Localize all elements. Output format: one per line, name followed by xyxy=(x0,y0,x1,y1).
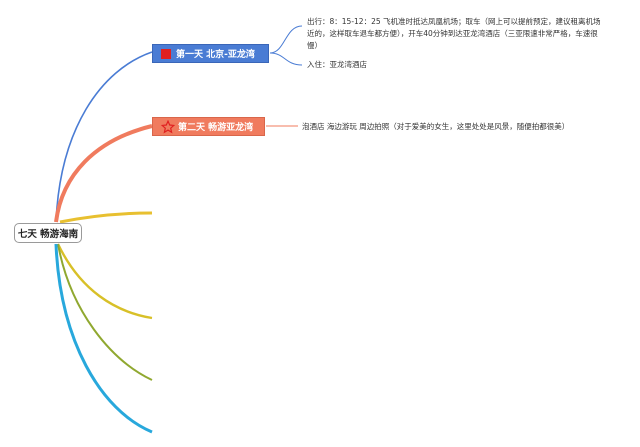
root-label: 七天 畅游海南 xyxy=(17,229,79,240)
topic-day-1-label: 第一天 北京-亚龙湾 xyxy=(176,50,255,60)
sub-branch-day-1-note-1 xyxy=(269,25,303,54)
flag-icon xyxy=(161,48,171,59)
branch-6 xyxy=(54,243,153,434)
branch-4 xyxy=(56,243,153,320)
branch-day-2 xyxy=(54,124,153,223)
note-day-1-hotel[interactable]: 入住：亚龙湾酒店 xyxy=(307,60,367,69)
branch-day-1 xyxy=(55,51,153,223)
note-day-2-activities[interactable]: 泡酒店 海边游玩 周边拍照（对于爱美的女生，这里处处是风景，随便拍都很美） xyxy=(302,122,570,131)
topic-day-1[interactable]: 第一天 北京-亚龙湾 xyxy=(152,44,269,63)
note-day-1-travel[interactable]: 出行：8：15-12：25 飞机准时抵达凤凰机场；取车（网上可以提前预定，建议租… xyxy=(307,17,601,50)
branch-3 xyxy=(59,211,153,224)
topic-day-2-label: 第二天 畅游亚龙湾 xyxy=(178,123,254,133)
topic-day-2[interactable]: 第二天 畅游亚龙湾 xyxy=(152,117,265,136)
branch-5 xyxy=(57,243,153,381)
root-node[interactable]: 七天 畅游海南 xyxy=(14,223,82,243)
sub-branch-day-1-note-2 xyxy=(269,52,303,66)
star-icon xyxy=(161,119,175,133)
